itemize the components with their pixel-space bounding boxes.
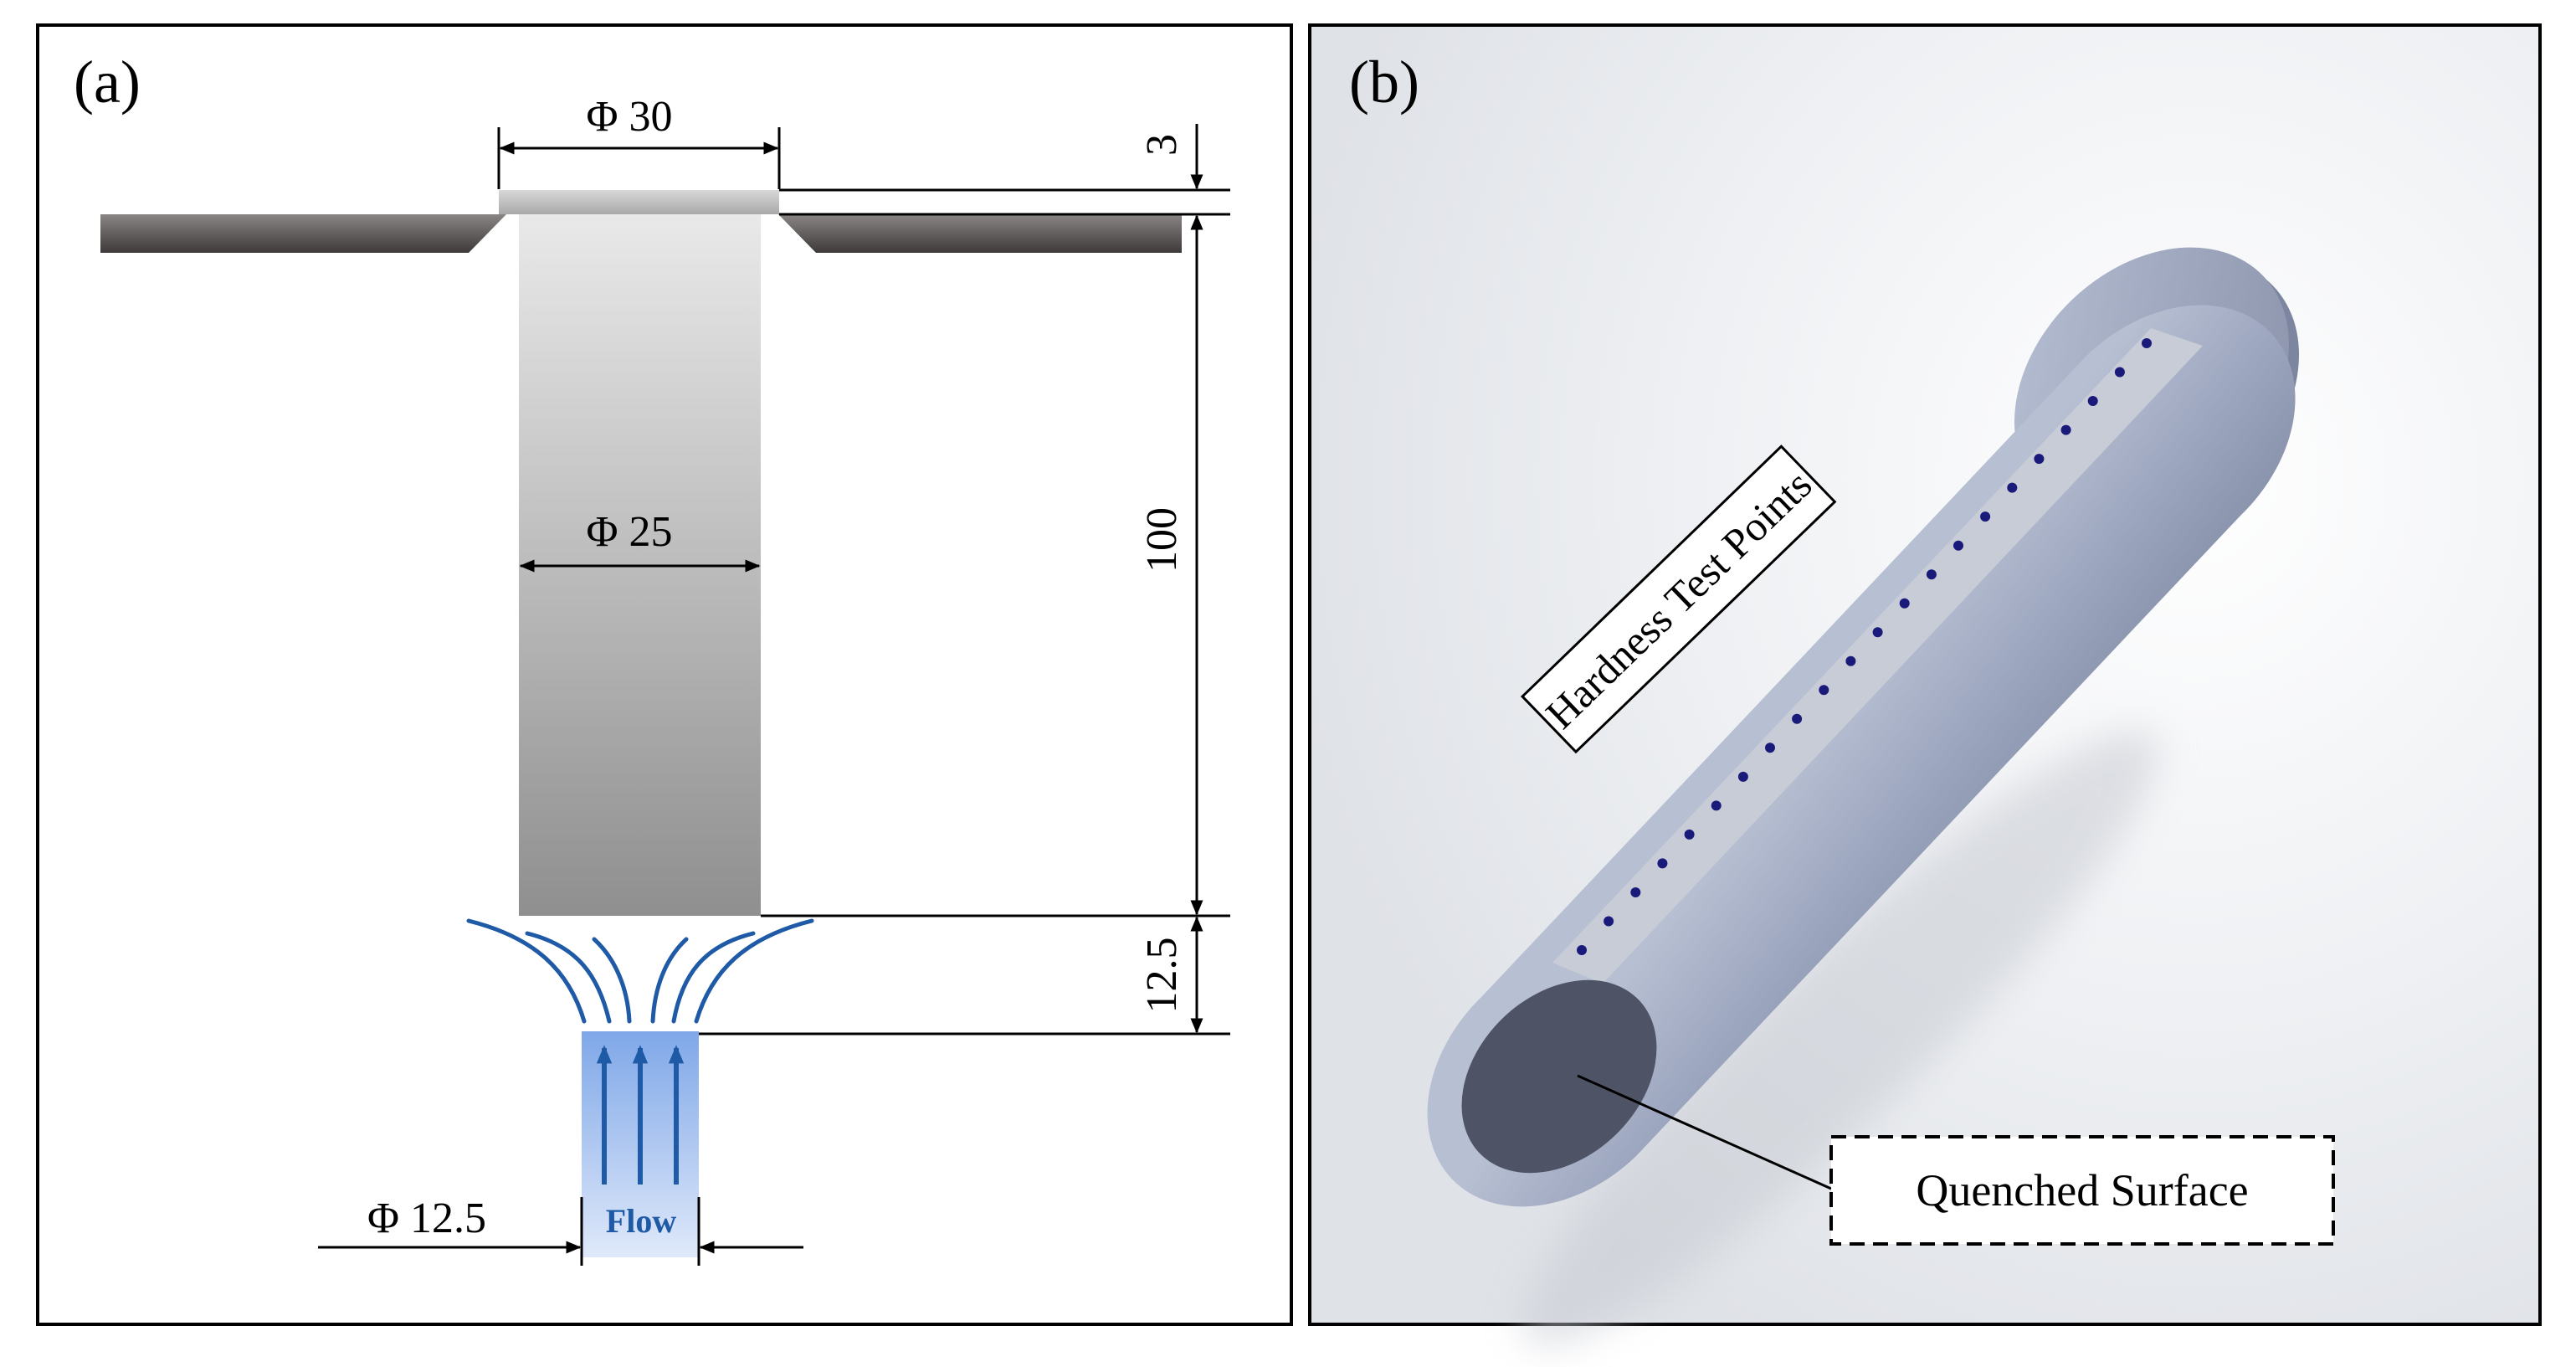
hardness-test-point — [2142, 338, 2152, 348]
dim-bar-length: 100 — [1138, 507, 1186, 573]
dim-flange-thickness: 3 — [1138, 134, 1186, 156]
hardness-test-point — [1953, 540, 1963, 551]
hardness-test-point — [1684, 829, 1695, 840]
hardness-test-point — [1765, 743, 1775, 753]
hardness-test-point — [1577, 945, 1587, 955]
cylinder-body — [1427, 305, 2296, 1207]
hardness-test-point — [1872, 627, 1883, 638]
plate-right — [778, 214, 1182, 253]
hardness-test-point — [1657, 858, 1668, 869]
hardness-test-point — [1926, 569, 1937, 580]
panel-a: (a) Φ 30 Φ 25 3 100 12.5 — [36, 23, 1293, 1326]
flow-splash — [466, 918, 814, 1024]
plate-left — [100, 214, 506, 253]
flow-label: Flow — [606, 1202, 677, 1240]
panel-a-label: (a) — [74, 49, 141, 116]
hardness-test-point — [1845, 655, 1856, 666]
hardness-test-point — [2060, 424, 2071, 435]
hardness-test-point — [2114, 367, 2125, 378]
hardness-test-point — [2087, 396, 2098, 406]
dim-flange-diameter: Φ 30 — [586, 93, 672, 141]
quenched-leader-line — [1577, 1074, 1832, 1190]
cylinder-shadow — [1523, 730, 2159, 1346]
hardness-test-point — [1980, 511, 1991, 522]
hardness-test-point — [2034, 454, 2045, 465]
test-strip — [1552, 328, 2203, 984]
dim-nozzle-diameter: Φ 12.5 — [367, 1195, 486, 1242]
flange — [499, 190, 779, 214]
hardness-test-point — [1604, 916, 1614, 927]
hardness-test-point — [1899, 598, 1910, 609]
hardness-test-point — [1737, 771, 1748, 782]
hardness-test-point — [2007, 482, 2018, 493]
test-points — [1577, 338, 2152, 955]
dim-bar-diameter: Φ 25 — [586, 508, 672, 556]
dim-nozzle-gap: 12.5 — [1138, 938, 1186, 1014]
quenched-label-frame — [1829, 1135, 2335, 1246]
panel-b-label: (b) — [1349, 49, 1419, 116]
quenched-face — [1461, 979, 1657, 1174]
quenched-label: Quenched Surface — [1916, 1165, 2248, 1215]
hardness-label-frame — [1520, 445, 1837, 754]
hardness-test-point — [1819, 685, 1829, 696]
hardness-test-point — [1630, 887, 1641, 897]
panel-b: (b) Hardness Test Points Quenched Surfac… — [1308, 23, 2542, 1346]
panel-b-frame — [1308, 23, 2542, 1326]
hardness-test-point — [1711, 800, 1722, 811]
hardness-test-point — [1792, 713, 1803, 724]
